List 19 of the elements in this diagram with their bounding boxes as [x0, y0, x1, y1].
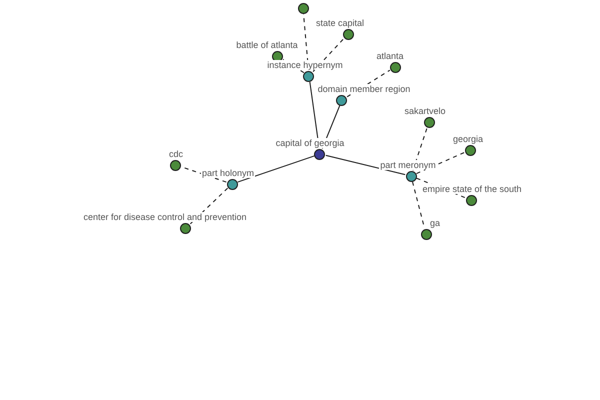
node-label: center for disease control and prevention [82, 212, 248, 222]
dashed-connector-line [416, 152, 465, 174]
node-label: battle of atlanta [235, 40, 299, 50]
node-label: georgia [452, 134, 484, 144]
node-label: part holonym [200, 168, 256, 178]
node-label: instance hypernym [266, 60, 344, 70]
node-label: empire state of the south [421, 184, 523, 194]
node-label: sakartvelo [403, 106, 447, 116]
node-label: domain member region [316, 84, 412, 94]
dashed-connector-line [190, 188, 228, 224]
node-label: state capital [314, 18, 366, 28]
node-label: atlanta [375, 50, 405, 60]
dashed-connector-line [312, 38, 344, 72]
node-label: part meronym [379, 160, 437, 170]
dashed-connector-line [412, 127, 428, 171]
connector-line [325, 154, 406, 176]
connector-line [237, 155, 315, 183]
node-label: capital of georgia [274, 138, 346, 148]
node-label: cdc [168, 148, 184, 158]
